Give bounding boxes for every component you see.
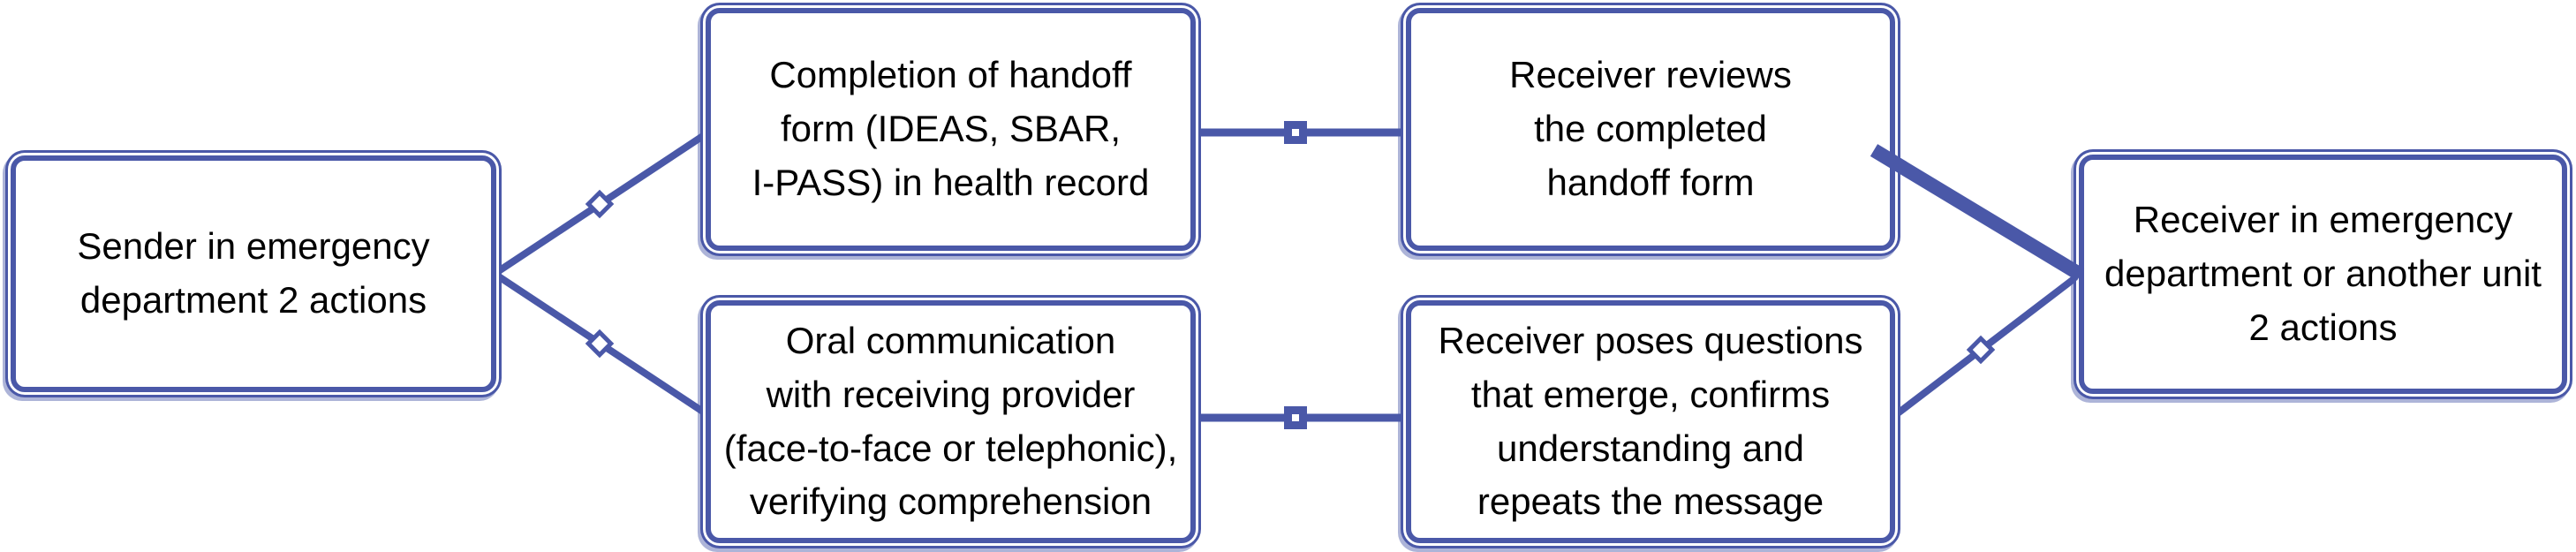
node-receiver-questions-label: Receiver poses questions that emerge, co…	[1438, 319, 1863, 523]
connector-sender-to-oral-communication	[492, 270, 714, 420]
node-receiver-reviews-label: Receiver reviews the completed handoff f…	[1509, 54, 1792, 203]
node-receiver-questions: Receiver poses questions that emerge, co…	[1406, 300, 1895, 543]
connector-receiver-reviews-to-receiver-unit	[1870, 144, 2085, 281]
node-sender-label: Sender in emergency department 2 actions	[77, 225, 430, 321]
node-receiver-reviews: Receiver reviews the completed handoff f…	[1406, 8, 1895, 251]
node-sender: Sender in emergency department 2 actions	[11, 155, 496, 392]
square-marker	[1284, 121, 1307, 144]
node-handoff-form-label: Completion of handoff form (IDEAS, SBAR,…	[752, 54, 1150, 203]
square-marker	[1284, 406, 1307, 429]
node-receiver-unit: Receiver in emergency department or anot…	[2079, 155, 2567, 394]
node-oral-communication-label: Oral communication with receiving provid…	[723, 319, 1178, 523]
node-receiver-unit-label: Receiver in emergency department or anot…	[2104, 199, 2542, 348]
connector-receiver-questions-to-receiver-unit	[1892, 270, 2083, 420]
connector-sender-to-handoff-form	[492, 127, 714, 277]
diamond-marker	[1966, 335, 1996, 365]
diamond-marker	[585, 329, 615, 359]
diamond-marker	[585, 189, 615, 219]
node-oral-communication: Oral communication with receiving provid…	[706, 300, 1196, 543]
node-handoff-form: Completion of handoff form (IDEAS, SBAR,…	[706, 8, 1196, 251]
